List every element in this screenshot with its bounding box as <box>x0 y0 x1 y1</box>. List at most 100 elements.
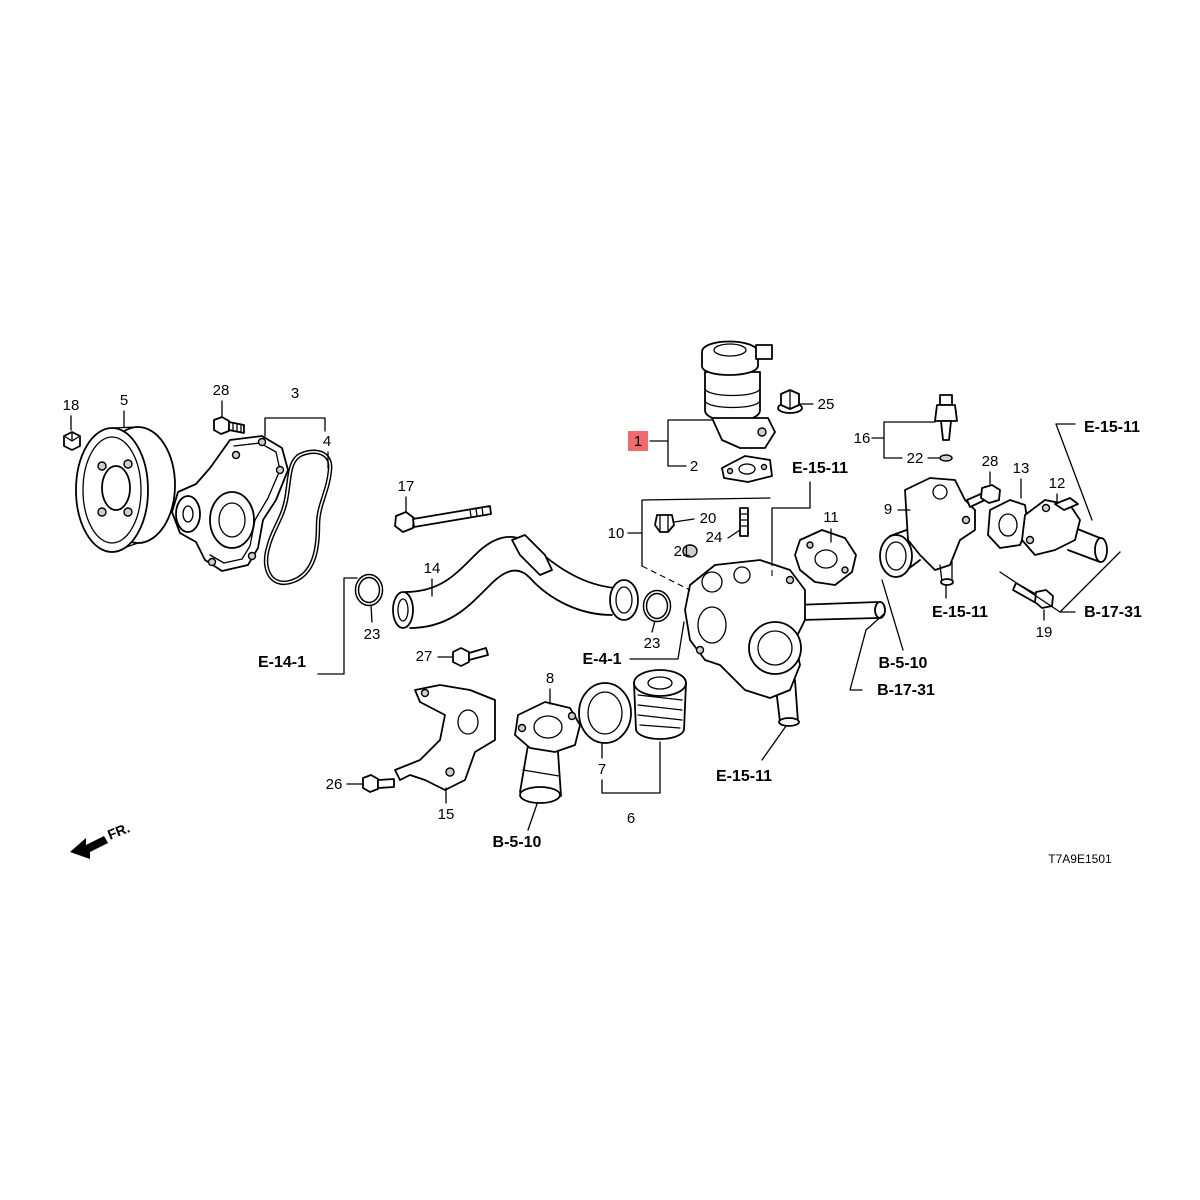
callout-25: 25 <box>818 396 835 413</box>
pulley-hole <box>123 507 133 517</box>
housing-sensor-port <box>701 571 723 593</box>
bolt-27 <box>452 647 489 667</box>
callout-3: 3 <box>291 385 299 402</box>
stud-thread <box>739 513 749 527</box>
bolt-head <box>980 484 1001 504</box>
callout-18: 18 <box>63 397 80 414</box>
gasket-bolt-hole <box>760 463 768 471</box>
o-ring-23-right <box>642 589 672 623</box>
pipe-fitting-left <box>392 591 414 629</box>
water-pump-bolt-hole <box>207 557 217 567</box>
callout-28-right: 28 <box>982 453 999 470</box>
water-pump-bolt-hole <box>231 450 241 460</box>
front-direction-label: FR. <box>105 819 132 842</box>
passage-lower-tube <box>939 561 953 583</box>
seal-7 <box>578 682 632 744</box>
callout-13: 13 <box>1013 460 1030 477</box>
callout-28-left: 28 <box>213 382 230 399</box>
o-ring-23-left <box>354 573 384 607</box>
thermostat-6 <box>633 669 687 740</box>
reference-b-5-10-bottom: B-5-10 <box>493 834 542 851</box>
sensor-body <box>654 514 675 533</box>
passage-body <box>904 477 976 571</box>
callout-16: 16 <box>854 430 871 447</box>
bolt-shaft <box>468 647 489 661</box>
stud-body <box>739 507 749 537</box>
sensor-tip <box>940 420 952 441</box>
callout-4: 4 <box>323 433 331 450</box>
gasket-body <box>794 529 857 586</box>
leader-23-left <box>370 604 373 623</box>
outlet-tube <box>519 744 562 797</box>
washer-21 <box>682 544 698 558</box>
passage-pipe-opening <box>879 534 913 578</box>
pipe-upper-edge <box>404 536 616 593</box>
leader-b-17-31-mid <box>849 613 885 691</box>
bracket-hole <box>445 767 455 777</box>
callout-7: 7 <box>598 761 606 778</box>
bracket-15 <box>394 684 496 791</box>
bolt-thread <box>232 422 242 433</box>
egr-bolt-hole <box>757 427 767 437</box>
bolt-head <box>362 774 379 793</box>
pulley-inner-rim <box>82 436 142 544</box>
egr-cap <box>701 340 759 376</box>
egr-body <box>704 371 761 423</box>
gasket-hole <box>738 463 756 475</box>
outlet-flange <box>514 701 581 753</box>
housing-pipe-end <box>874 601 886 619</box>
front-direction-arrow-icon <box>70 836 108 859</box>
stud-24 <box>739 507 749 537</box>
callout-2: 2 <box>690 458 698 475</box>
callout-6: 6 <box>627 810 635 827</box>
reference-e-15-11-right: E-15-11 <box>932 604 988 621</box>
sensor-16 <box>934 394 958 441</box>
leader-20 <box>673 518 695 523</box>
callout-20: 20 <box>700 510 717 527</box>
gasket-bolt-hole <box>726 467 734 475</box>
pulley-hub <box>101 465 131 511</box>
bolt-25 <box>777 389 803 414</box>
leader-24 <box>727 529 741 539</box>
water-pipe <box>392 534 639 629</box>
housing-port-inner <box>757 630 793 666</box>
housing-stud-port <box>733 566 751 584</box>
housing-lower-tube-end <box>778 717 800 727</box>
seal-inner <box>587 691 623 735</box>
water-pump-shaft <box>182 505 194 523</box>
bracket-16 <box>871 421 936 459</box>
reference-b-17-31-right: B-17-31 <box>1084 604 1142 621</box>
gasket-hole <box>998 513 1018 537</box>
callout-1-highlight <box>628 431 648 451</box>
reference-e-15-11-bottom: E-15-11 <box>716 768 772 785</box>
reference-b-17-31-mid: B-17-31 <box>877 682 935 699</box>
passage-lower-tube-end <box>940 578 954 586</box>
gasket-bolt-hole <box>806 541 814 549</box>
leader-b-5-10-right <box>881 579 904 651</box>
bracket-10 <box>627 497 771 567</box>
leader-23-right <box>651 620 656 633</box>
outlet-nipple <box>1054 497 1079 511</box>
bolt-19 <box>1012 582 1054 609</box>
water-pump-gasket-edge <box>209 442 281 564</box>
callout-numbers: 1 2 3 4 5 6 7 8 9 10 11 12 13 14 15 16 1… <box>63 382 1066 827</box>
seal-outer <box>578 682 632 744</box>
callout-23-right: 23 <box>644 635 661 652</box>
callout-8: 8 <box>546 670 554 687</box>
gasket-hole <box>814 549 838 569</box>
callout-22: 22 <box>907 450 924 467</box>
o-ring-inner <box>356 575 382 605</box>
water-pump-bolt-hole <box>257 437 267 447</box>
egr-valve-1 <box>701 340 776 449</box>
leader-b-5-10-bottom <box>527 803 538 831</box>
water-pump-o-ring <box>263 449 333 586</box>
bolt-shaft <box>412 505 492 528</box>
pulley <box>75 426 176 553</box>
callout-24: 24 <box>706 529 723 546</box>
reference-e-15-11-top: E-15-11 <box>1084 419 1140 436</box>
washer-22 <box>939 454 953 462</box>
pulley-hole <box>97 507 107 517</box>
egr-cap-top <box>713 343 747 357</box>
outlet-body <box>1021 499 1081 556</box>
bolt-head <box>452 647 470 667</box>
